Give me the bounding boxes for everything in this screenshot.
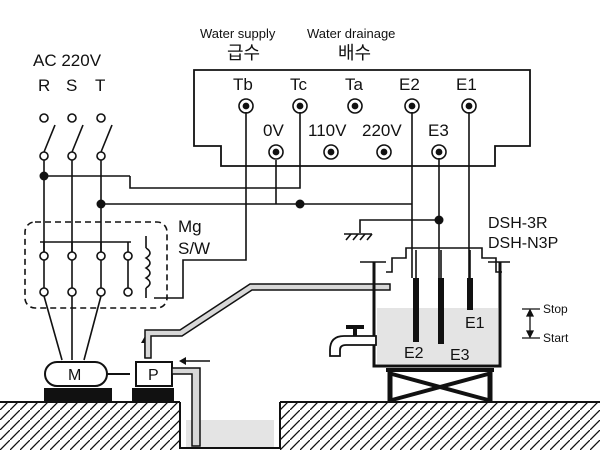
terminal-label-0v: 0V	[263, 121, 284, 140]
relay-controller-box	[193, 69, 531, 167]
pump	[132, 336, 210, 402]
water-tank	[360, 261, 510, 368]
terminal-label-110v: 110V	[308, 121, 347, 140]
junction-dots	[39, 171, 444, 225]
terminal-label-220v: 220V	[362, 121, 402, 140]
electrode-holder	[386, 247, 502, 278]
terminal-row-bottom	[268, 144, 447, 160]
water-drainage-ko-label: 배수	[338, 43, 371, 64]
terminal-e3	[431, 144, 447, 160]
water-drainage-label: Water drainage	[307, 26, 395, 41]
magnetic-contactor	[24, 221, 168, 309]
ground	[0, 401, 600, 450]
earth-ground-icon	[344, 233, 373, 241]
contactor-coil-icon	[144, 236, 151, 298]
terminal-e2	[404, 98, 420, 114]
terminal-220v	[376, 144, 392, 160]
electrode-label-e3: E3	[450, 347, 470, 364]
motor-label: M	[68, 367, 81, 384]
water-supply-ko-label: 급수	[227, 43, 260, 64]
electrode-e1-rod	[467, 278, 473, 310]
electrode-label-e2: E2	[404, 345, 424, 362]
terminal-ta	[347, 98, 363, 114]
faucet-icon	[329, 325, 377, 357]
motor-wires	[43, 295, 102, 361]
electrode-rods	[413, 278, 473, 344]
level-markers	[522, 308, 540, 339]
electrode-wires	[359, 112, 470, 278]
terminal-label-e2: E2	[399, 75, 420, 94]
electrode-label-e1: E1	[465, 315, 485, 332]
pump-label: P	[148, 367, 159, 384]
stop-level-label: Stop	[543, 302, 568, 316]
terminal-row-top	[238, 98, 477, 114]
terminal-label-e3: E3	[428, 121, 449, 140]
main-breaker	[39, 113, 113, 161]
model-label-2: DSH-N3P	[488, 235, 558, 252]
ac-220v-label: AC 220V	[33, 51, 102, 70]
terminal-110v	[323, 144, 339, 160]
terminal-0v	[268, 144, 284, 160]
tank-stand	[386, 368, 494, 402]
phase-label-s: S	[66, 76, 77, 95]
phase-label-t: T	[95, 76, 105, 95]
terminal-e1	[461, 98, 477, 114]
terminal-tb	[238, 98, 254, 114]
contactor-label-sw: S/W	[178, 239, 210, 258]
terminal-label-tc: Tc	[290, 75, 308, 94]
terminal-label-ta: Ta	[345, 75, 364, 94]
model-label-1: DSH-3R	[488, 215, 548, 232]
water-supply-label: Water supply	[200, 26, 276, 41]
discharge-pipe	[144, 283, 391, 359]
start-level-label: Start	[543, 331, 569, 345]
terminal-label-e1: E1	[456, 75, 477, 94]
contactor-label-mg: Mg	[178, 217, 202, 236]
motor	[44, 361, 130, 402]
electrode-e2-rod	[413, 278, 419, 342]
terminal-tc	[292, 98, 308, 114]
suction-pipe	[171, 367, 201, 447]
phase-label-r: R	[38, 76, 50, 95]
terminal-label-tb: Tb	[233, 75, 253, 94]
electrode-e3-rod	[438, 278, 444, 344]
